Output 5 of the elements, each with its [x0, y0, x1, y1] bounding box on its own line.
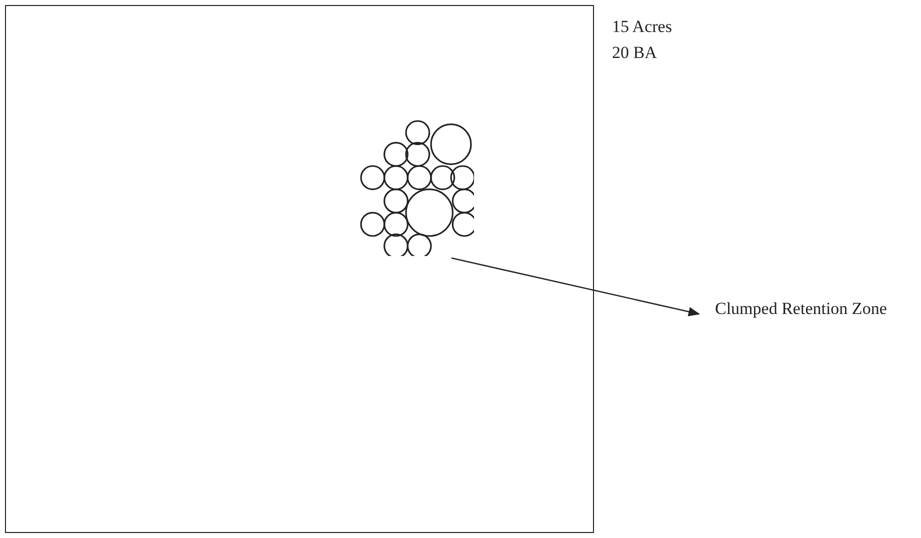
stand-boundary — [5, 5, 594, 533]
stand-note: 15 Acres — [612, 16, 672, 38]
stand-note: 20 BA — [612, 42, 657, 64]
arrow — [451, 257, 700, 316]
zone-label: Clumped Retention Zone — [715, 298, 888, 320]
